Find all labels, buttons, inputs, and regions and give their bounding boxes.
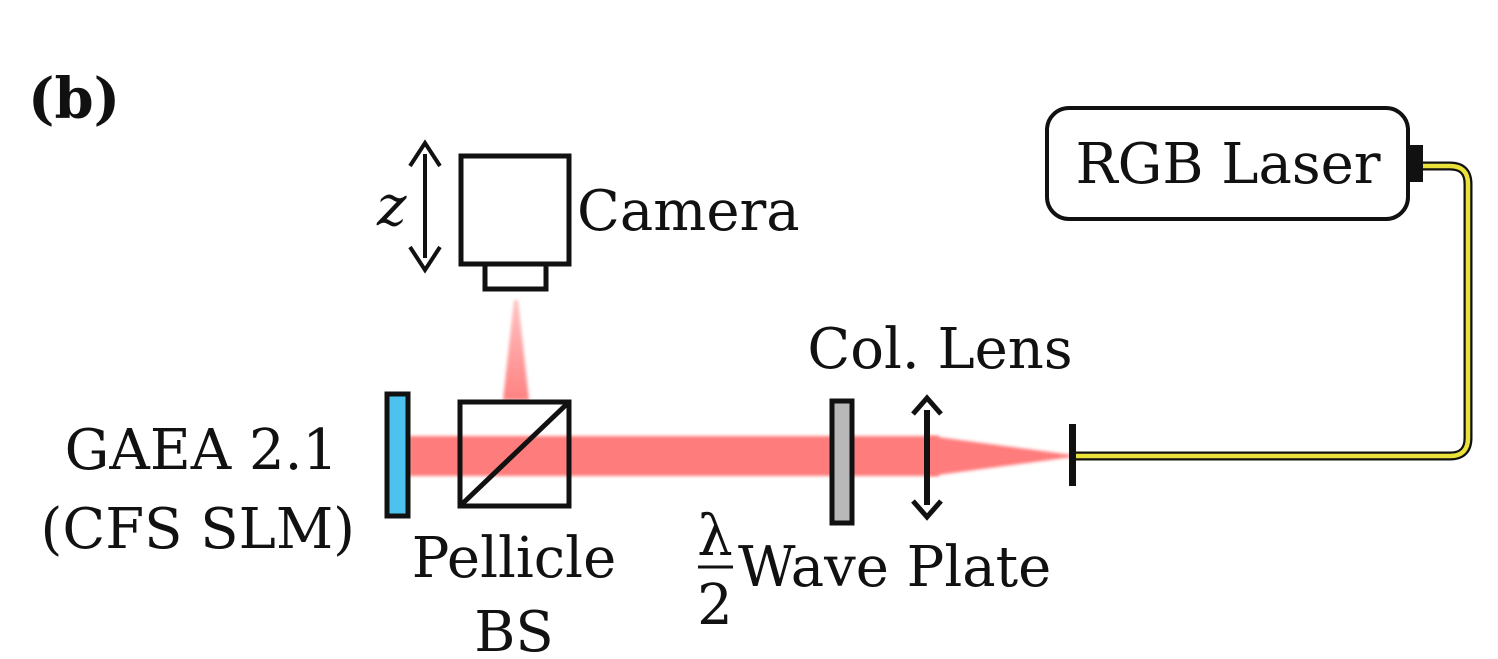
- waveplate-element: [829, 398, 855, 526]
- panel-label: (b): [28, 66, 120, 132]
- rgb-laser: RGB Laser: [1045, 106, 1423, 221]
- waveplate-fraction-denominator: 2: [697, 573, 733, 638]
- bs-label-line1: Pellicle: [412, 526, 616, 591]
- laser-fiber-port: [1408, 145, 1423, 182]
- pellicle-beam-splitter: Pellicle BS: [412, 399, 616, 659]
- camera-body: [458, 153, 572, 267]
- collimating-lens: Col. Lens: [807, 317, 1073, 521]
- lens-label: Col. Lens: [807, 317, 1072, 382]
- waveplate-label: Wave Plate: [738, 535, 1051, 600]
- fiber-end-mount: [1069, 424, 1076, 486]
- laser-label: RGB Laser: [1075, 132, 1380, 197]
- slm-label-line2: (CFS SLM): [41, 497, 355, 562]
- z-translation-arrow: z: [376, 139, 442, 274]
- beam-main: [409, 436, 939, 476]
- beam-to-camera: [503, 300, 529, 400]
- camera: Camera: [458, 153, 800, 292]
- waveplate-fraction-numerator: λ: [697, 504, 733, 569]
- camera-label: Camera: [577, 179, 800, 244]
- camera-lens-mount: [482, 261, 549, 292]
- z-axis-label: z: [376, 174, 407, 239]
- bs-diagonal: [458, 400, 571, 508]
- slm: GAEA 2.1 (CFS SLM): [41, 391, 411, 562]
- half-wave-plate: λ 2 Wave Plate: [697, 398, 1051, 638]
- slm-panel: [384, 391, 411, 519]
- optical-fiber: [1075, 161, 1473, 461]
- bs-cube: [457, 399, 572, 509]
- slm-label-line1: GAEA 2.1: [65, 418, 338, 483]
- beam-converging-cone: [930, 436, 1072, 476]
- bs-label-line2: BS: [474, 600, 554, 659]
